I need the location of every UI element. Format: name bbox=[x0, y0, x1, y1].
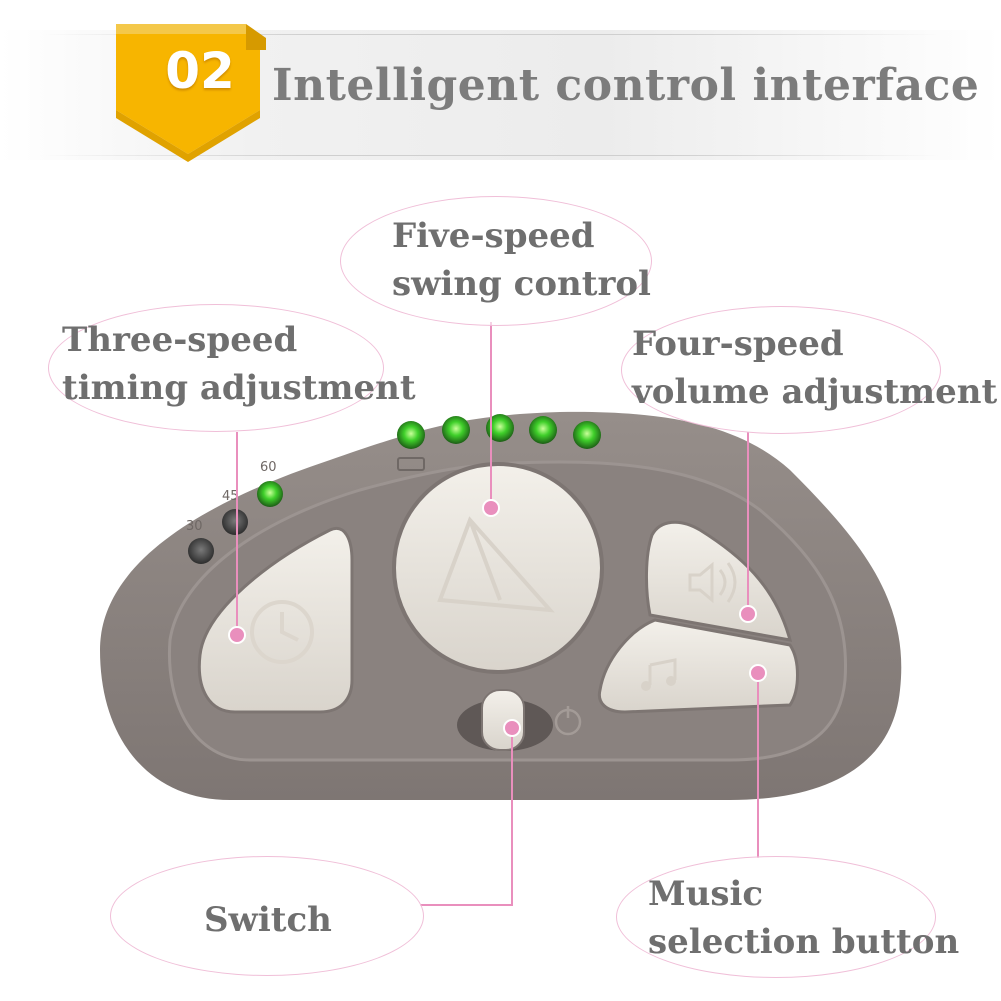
timer-led-45 bbox=[222, 509, 248, 535]
section-badge bbox=[116, 24, 266, 162]
music-callout-dot bbox=[749, 664, 767, 682]
volume-callout-dot bbox=[739, 605, 757, 623]
swing-callout-bubble bbox=[340, 196, 652, 326]
music-label-line1: Music bbox=[648, 874, 764, 914]
swing-label-line2: swing control bbox=[392, 264, 651, 304]
switch-label-line1: Switch bbox=[204, 900, 332, 940]
swing-icon bbox=[437, 516, 555, 613]
swing-led-1 bbox=[397, 421, 425, 449]
clock-icon bbox=[250, 600, 314, 664]
swing-led-5 bbox=[573, 421, 601, 449]
swing-label-line1: Five-speed bbox=[392, 216, 595, 256]
timing-button bbox=[197, 526, 354, 714]
music-callout-bubble bbox=[616, 856, 936, 978]
speaker-icon bbox=[688, 561, 737, 604]
swing-led-3 bbox=[486, 414, 514, 442]
volume-callout-bubble bbox=[621, 306, 941, 434]
section-number: 02 bbox=[165, 42, 235, 100]
music-label-line2: selection button bbox=[648, 922, 960, 962]
swing-label: Five-speed swing control bbox=[392, 212, 651, 308]
switch-leader-line bbox=[420, 728, 513, 906]
swing-callout-dot bbox=[482, 499, 500, 517]
volume-label-line1: Four-speed bbox=[632, 324, 844, 364]
music-note-icon bbox=[648, 658, 677, 685]
timing-callout-dot bbox=[228, 626, 246, 644]
timer-mark-60: 60 bbox=[260, 460, 277, 475]
switch-label: Switch bbox=[204, 896, 332, 944]
volume-label: Four-speed volume adjustment bbox=[632, 320, 997, 416]
swing-led-4 bbox=[529, 416, 557, 444]
timing-callout-bubble bbox=[48, 304, 384, 432]
timing-label-line1: Three-speed bbox=[62, 320, 298, 360]
swing-led-2 bbox=[442, 416, 470, 444]
volume-label-line2: volume adjustment bbox=[632, 372, 998, 412]
switch-knob bbox=[481, 689, 525, 751]
swing-button bbox=[392, 462, 604, 674]
header-divider-bottom bbox=[40, 155, 940, 156]
switch-callout-dot bbox=[503, 719, 521, 737]
timing-label: Three-speed timing adjustment bbox=[62, 316, 416, 412]
battery-icon bbox=[397, 457, 425, 471]
page-title: Intelligent control interface bbox=[272, 60, 980, 111]
timing-label-line2: timing adjustment bbox=[62, 368, 416, 408]
header-divider-top bbox=[40, 34, 940, 35]
music-label: Music selection button bbox=[648, 870, 959, 966]
timer-mark-30: 30 bbox=[186, 519, 203, 534]
timer-led-30 bbox=[188, 538, 214, 564]
switch-callout-bubble bbox=[110, 856, 424, 976]
timer-mark-45: 45 bbox=[222, 489, 239, 504]
timer-led-60 bbox=[257, 481, 283, 507]
